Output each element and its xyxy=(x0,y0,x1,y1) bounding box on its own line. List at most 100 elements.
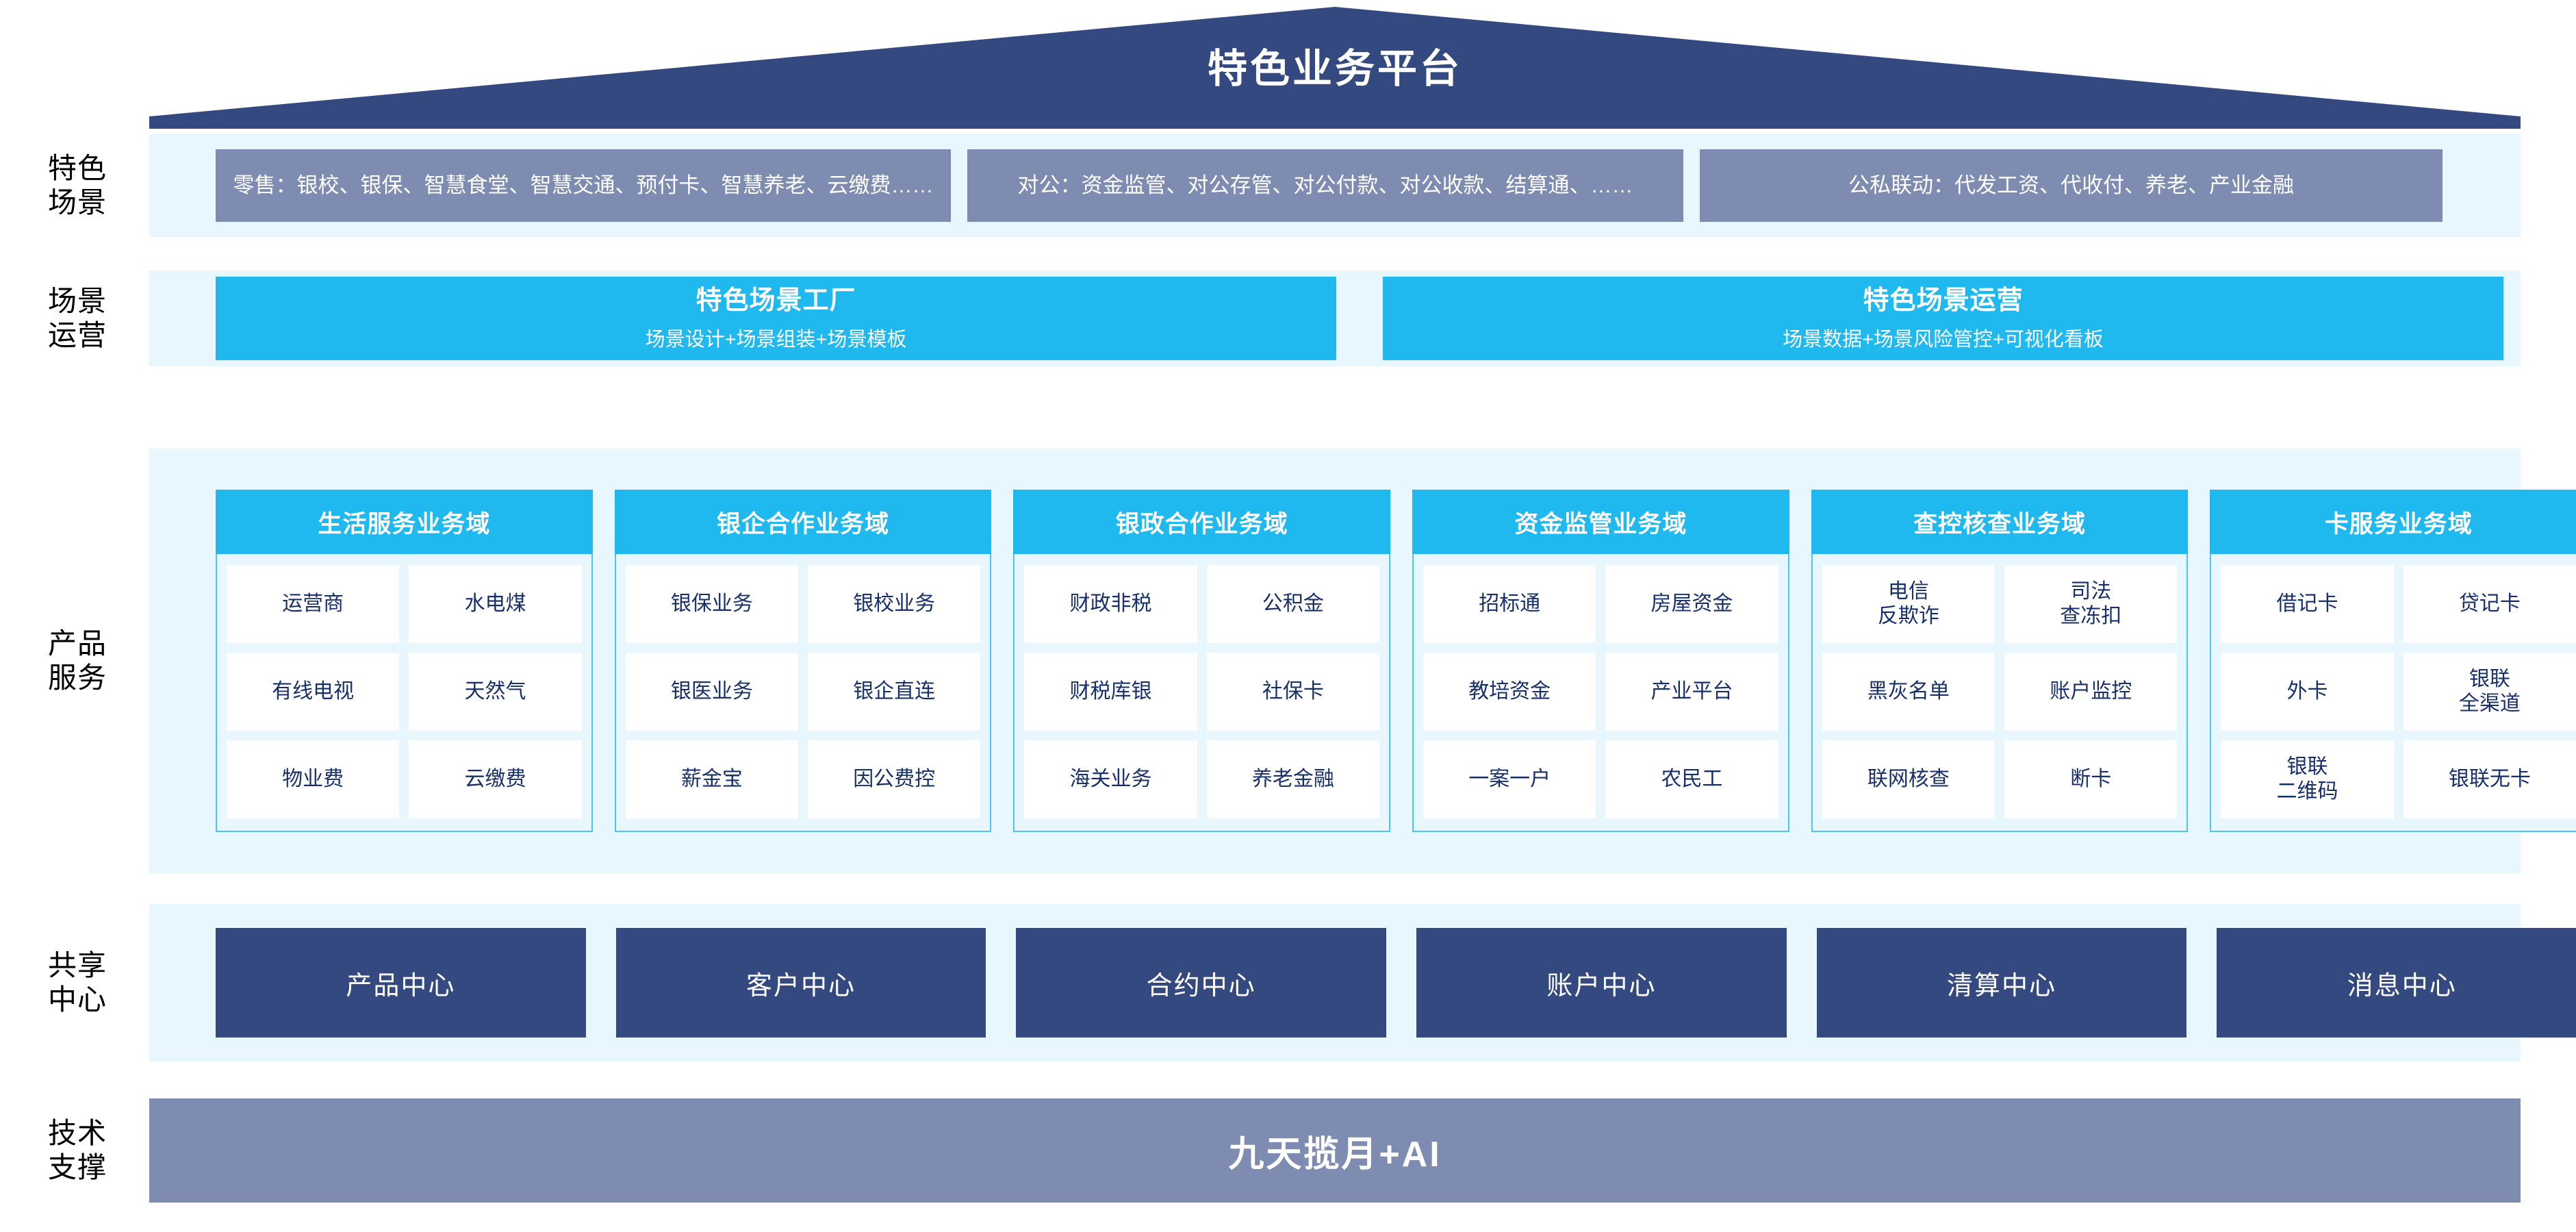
product-service-cell[interactable]: 账户监控 xyxy=(2004,653,2178,731)
product-domain-row: 薪金宝因公费控 xyxy=(625,740,981,818)
shared-center-box[interactable]: 客户中心 xyxy=(615,928,986,1038)
product-domain-row: 招标通房屋资金 xyxy=(1423,565,1778,643)
operation-title-scene-factory: 特色场景工厂 xyxy=(696,286,856,315)
product-service-cell[interactable]: 黑灰名单 xyxy=(1822,653,1995,731)
scene-label-retail: 零售：银校、银保、智慧食堂、智慧交通、预付卡、智慧养老、云缴费…… xyxy=(233,173,934,197)
product-domain-body: 招标通房屋资金教培资金产业平台一案一户农民工 xyxy=(1412,554,1789,832)
product-service-cell[interactable]: 财税库银 xyxy=(1024,653,1197,731)
product-service-cell[interactable]: 外卡 xyxy=(2221,653,2394,731)
scene-box-corporate[interactable]: 对公：资金监管、对公存管、对公付款、对公收款、结算通、…… xyxy=(967,149,1683,222)
product-domain-body: 银保业务银校业务银医业务银企直连薪金宝因公费控 xyxy=(614,554,992,832)
product-domain-row: 联网核查断卡 xyxy=(1822,740,2178,818)
operation-subtitle-scene-factory: 场景设计+场景组装+场景模板 xyxy=(645,329,907,351)
product-service-cell[interactable]: 教培资金 xyxy=(1423,653,1596,731)
product-domain-column: 查控核查业务域电信 反欺诈司法 查冻扣黑灰名单账户监控联网核查断卡 xyxy=(1811,490,2189,832)
product-domain-title[interactable]: 卡服务业务域 xyxy=(2210,490,2576,554)
scene-box-joint[interactable]: 公私联动：代发工资、代收付、养老、产业金融 xyxy=(1700,149,2443,222)
product-domain-column: 卡服务业务域借记卡贷记卡外卡银联 全渠道银联 二维码银联无卡 xyxy=(2210,490,2576,832)
row-label-tech: 技术 支撑 xyxy=(47,1117,107,1183)
operation-box-scene-factory[interactable]: 特色场景工厂 场景设计+场景组装+场景模板 xyxy=(216,277,1336,360)
product-domain-row: 物业费云缴费 xyxy=(227,740,582,818)
product-domain-row: 财税库银社保卡 xyxy=(1024,653,1380,731)
product-service-cell[interactable]: 银联无卡 xyxy=(2403,740,2576,818)
row-label-operations: 场景 运营 xyxy=(47,285,107,351)
row-label-products: 产品 服务 xyxy=(47,627,107,694)
product-service-cell[interactable]: 银医业务 xyxy=(625,653,799,731)
operation-box-scene-operation[interactable]: 特色场景运营 场景数据+场景风险管控+可视化看板 xyxy=(1383,277,2503,360)
shared-center-box[interactable]: 账户中心 xyxy=(1416,928,1787,1038)
product-service-cell[interactable]: 物业费 xyxy=(227,740,400,818)
row-label-centers: 共享 中心 xyxy=(47,949,107,1016)
shared-center-box[interactable]: 产品中心 xyxy=(216,928,586,1038)
roof-shape-icon xyxy=(149,7,2521,129)
product-domain-row: 一案一户农民工 xyxy=(1423,740,1778,818)
product-service-cell[interactable]: 天然气 xyxy=(409,653,582,731)
product-domain-title[interactable]: 生活服务业务域 xyxy=(216,490,593,554)
product-domain-row: 有线电视天然气 xyxy=(227,653,582,731)
product-domain-row: 银联 二维码银联无卡 xyxy=(2221,740,2576,818)
product-domain-column: 生活服务业务域运营商水电煤有线电视天然气物业费云缴费 xyxy=(216,490,593,832)
band-scene-operations: 特色场景工厂 场景设计+场景组装+场景模板 特色场景运营 场景数据+场景风险管控… xyxy=(149,271,2521,366)
product-service-cell[interactable]: 银校业务 xyxy=(808,565,981,643)
product-domain-row: 教培资金产业平台 xyxy=(1423,653,1778,731)
product-service-cell[interactable]: 产业平台 xyxy=(1605,653,1778,731)
platform-roof-banner: 特色业务平台 xyxy=(149,7,2521,129)
product-service-cell[interactable]: 银联 二维码 xyxy=(2221,740,2394,818)
product-domain-row: 运营商水电煤 xyxy=(227,565,582,643)
product-service-cell[interactable]: 因公费控 xyxy=(808,740,981,818)
product-domain-row: 海关业务养老金融 xyxy=(1024,740,1380,818)
product-service-cell[interactable]: 银企直连 xyxy=(808,653,981,731)
product-service-cell[interactable]: 银保业务 xyxy=(625,565,799,643)
product-service-cell[interactable]: 薪金宝 xyxy=(625,740,799,818)
tech-support-label: 九天揽月+AI xyxy=(1228,1134,1442,1174)
band-tech-support: 九天揽月+AI xyxy=(149,1082,2521,1219)
scene-box-retail[interactable]: 零售：银校、银保、智慧食堂、智慧交通、预付卡、智慧养老、云缴费…… xyxy=(216,149,951,222)
tech-support-bar[interactable]: 九天揽月+AI xyxy=(149,1098,2521,1203)
product-service-cell[interactable]: 房屋资金 xyxy=(1605,565,1778,643)
product-service-cell[interactable]: 招标通 xyxy=(1423,565,1596,643)
product-domain-body: 财政非税公积金财税库银社保卡海关业务养老金融 xyxy=(1013,554,1391,832)
product-service-cell[interactable]: 云缴费 xyxy=(409,740,582,818)
product-service-cell[interactable]: 水电煤 xyxy=(409,565,582,643)
product-domain-column: 资金监管业务域招标通房屋资金教培资金产业平台一案一户农民工 xyxy=(1412,490,1789,832)
product-service-cell[interactable]: 一案一户 xyxy=(1423,740,1596,818)
product-service-cell[interactable]: 公积金 xyxy=(1206,565,1380,643)
product-domain-body: 运营商水电煤有线电视天然气物业费云缴费 xyxy=(216,554,593,832)
product-service-cell[interactable]: 银联 全渠道 xyxy=(2403,653,2576,731)
product-service-cell[interactable]: 社保卡 xyxy=(1206,653,1380,731)
band-featured-scenes: 零售：银校、银保、智慧食堂、智慧交通、预付卡、智慧养老、云缴费…… 对公：资金监… xyxy=(149,134,2521,237)
product-service-cell[interactable]: 农民工 xyxy=(1605,740,1778,818)
product-domain-column: 银企合作业务域银保业务银校业务银医业务银企直连薪金宝因公费控 xyxy=(614,490,992,832)
product-domain-title[interactable]: 查控核查业务域 xyxy=(1811,490,2189,554)
product-service-cell[interactable]: 海关业务 xyxy=(1024,740,1197,818)
product-service-cell[interactable]: 借记卡 xyxy=(2221,565,2394,643)
product-service-cell[interactable]: 电信 反欺诈 xyxy=(1822,565,1995,643)
product-domain-title[interactable]: 银政合作业务域 xyxy=(1013,490,1391,554)
product-service-cell[interactable]: 联网核查 xyxy=(1822,740,1995,818)
product-domain-body: 电信 反欺诈司法 查冻扣黑灰名单账户监控联网核查断卡 xyxy=(1811,554,2189,832)
product-service-cell[interactable]: 运营商 xyxy=(227,565,400,643)
product-service-cell[interactable]: 财政非税 xyxy=(1024,565,1197,643)
product-domain-row: 银医业务银企直连 xyxy=(625,653,981,731)
product-domain-title[interactable]: 资金监管业务域 xyxy=(1412,490,1789,554)
product-domain-row: 黑灰名单账户监控 xyxy=(1822,653,2178,731)
shared-center-box[interactable]: 清算中心 xyxy=(1816,928,2187,1038)
product-domain-row: 财政非税公积金 xyxy=(1024,565,1380,643)
product-service-cell[interactable]: 断卡 xyxy=(2004,740,2178,818)
shared-center-box[interactable]: 消息中心 xyxy=(2217,928,2576,1038)
product-service-cell[interactable]: 养老金融 xyxy=(1206,740,1380,818)
product-service-cell[interactable]: 司法 查冻扣 xyxy=(2004,565,2178,643)
product-service-cell[interactable]: 有线电视 xyxy=(227,653,400,731)
band-product-services: 生活服务业务域运营商水电煤有线电视天然气物业费云缴费银企合作业务域银保业务银校业… xyxy=(149,449,2576,873)
row-label-scenes: 特色 场景 xyxy=(47,152,107,218)
product-service-cell[interactable]: 贷记卡 xyxy=(2403,565,2576,643)
operation-subtitle-scene-operation: 场景数据+场景风险管控+可视化看板 xyxy=(1783,329,2104,351)
page-title: 特色业务平台 xyxy=(1207,47,1462,91)
product-domain-row: 电信 反欺诈司法 查冻扣 xyxy=(1822,565,2178,643)
operation-title-scene-operation: 特色场景运营 xyxy=(1863,286,2024,315)
product-domain-row: 借记卡贷记卡 xyxy=(2221,565,2576,643)
shared-center-box[interactable]: 合约中心 xyxy=(1016,928,1387,1038)
product-domain-title[interactable]: 银企合作业务域 xyxy=(614,490,992,554)
product-domain-body: 借记卡贷记卡外卡银联 全渠道银联 二维码银联无卡 xyxy=(2210,554,2576,832)
